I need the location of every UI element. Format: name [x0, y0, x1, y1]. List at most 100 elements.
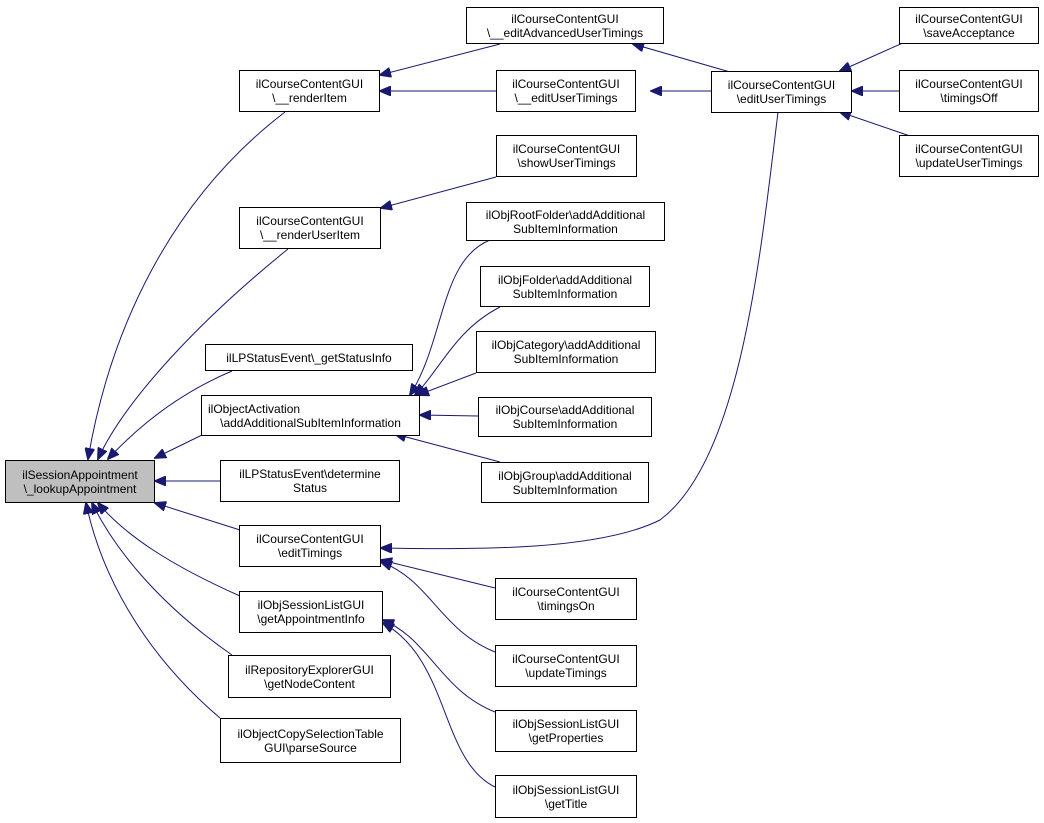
- node-edit-advanced-user-timings[interactable]: ilCourseContentGUI \__editAdvancedUserTi…: [466, 7, 664, 44]
- edge-save-acceptance-to-edit-user-timings: [840, 41, 906, 71]
- node-label: ilCourseContentGUI: [512, 142, 621, 156]
- node-root[interactable]: ilSessionAppointment \_lookupAppointment: [5, 460, 155, 503]
- node-copy-selection[interactable]: ilObjectCopySelectionTable GUI\parseSour…: [220, 718, 401, 763]
- node-label: \getNodeContent: [264, 676, 355, 691]
- node-update-timings[interactable]: ilCourseContentGUI \updateTimings: [495, 645, 637, 687]
- node-label: ilObjCourse\addAdditional: [495, 403, 635, 417]
- node-save-acceptance[interactable]: ilCourseContentGUI \saveAcceptance: [899, 7, 1039, 44]
- node-label: SubItemInformation: [512, 286, 618, 301]
- node-label: \__renderUserItem: [259, 228, 361, 242]
- node-label: \saveAcceptance: [923, 25, 1015, 40]
- node-category-add[interactable]: ilObjCategory\addAdditional SubItemInfor…: [476, 331, 656, 373]
- edge-title-to-appointment: [383, 623, 496, 788]
- node-label: \updateUserTimings: [915, 156, 1023, 170]
- node-folder-add[interactable]: ilObjFolder\addAdditional SubItemInforma…: [480, 266, 650, 307]
- node-session-list-properties[interactable]: ilObjSessionListGUI \getProperties: [495, 710, 637, 752]
- edge-edit-timings-to-root: [155, 503, 241, 531]
- node-repo-explorer[interactable]: ilRepositoryExplorerGUI \getNodeContent: [228, 655, 391, 698]
- node-label: SubItemInformation: [513, 352, 619, 366]
- edge-edit-user-timings-to-edit-timings: [381, 111, 779, 549]
- node-session-list-appointment[interactable]: ilObjSessionListGUI \getAppointmentInfo: [239, 591, 383, 633]
- edge-copy-selection-to-root: [86, 503, 221, 719]
- edge-lp-status-info-to-root: [108, 370, 233, 459]
- node-label: \__editAdvancedUserTimings: [486, 25, 644, 40]
- node-timings-off[interactable]: ilCourseContentGUI \timingsOff: [899, 70, 1039, 112]
- node-label: ilCourseContentGUI: [255, 77, 364, 91]
- edge-repo-explorer-to-root: [92, 503, 233, 656]
- node-label: ilObjSessionListGUI: [512, 782, 620, 797]
- edge-course-to-obj-activation: [420, 415, 479, 416]
- node-label: \getTitle: [544, 796, 588, 811]
- edge-render-item-to-root: [88, 111, 286, 459]
- node-label: ilCourseContentGUI: [915, 77, 1023, 91]
- node-label: \addAdditionalSubItemInformation: [220, 415, 401, 430]
- node-label: ilLPStatusEvent\_getStatusInfo: [226, 350, 392, 365]
- edge-folder-to-obj-activation: [415, 306, 501, 395]
- node-label: SubItemInformation: [512, 482, 618, 497]
- node-label: ilCourseContentGUI: [915, 11, 1023, 26]
- node-label: \__editUserTimings: [514, 91, 618, 105]
- node-label: GUI\parseSource: [264, 740, 357, 755]
- node-label: ilObjFolder\addAdditional: [497, 272, 633, 287]
- node-render-user-item[interactable]: ilCourseContentGUI \__renderUserItem: [239, 207, 381, 249]
- node-label: \showUserTimings: [517, 156, 616, 170]
- edge-obj-activation-to-root: [155, 434, 203, 458]
- node-label: ilCourseContentGUI: [915, 142, 1023, 156]
- node-label: SubItemInformation: [513, 221, 618, 236]
- node-edit-user-timings-private[interactable]: ilCourseContentGUI \__editUserTimings: [496, 70, 636, 112]
- node-label: ilCourseContentGUI: [511, 11, 619, 26]
- node-label: \editUserTimings: [736, 92, 827, 106]
- node-label: \_lookupAppointment: [23, 481, 137, 496]
- node-label: \timingsOff: [940, 91, 998, 105]
- node-label: ilCourseContentGUI: [512, 652, 620, 666]
- node-label: ilCourseContentGUI: [727, 78, 836, 92]
- node-label: \editTimings: [277, 546, 343, 560]
- node-edit-timings[interactable]: ilCourseContentGUI \editTimings: [239, 525, 381, 567]
- edge-properties-to-appointment: [383, 620, 496, 713]
- node-label: ilObjGroup\addAdditional: [498, 468, 632, 483]
- node-label: ilCourseContentGUI: [512, 77, 620, 91]
- node-obj-activation-add[interactable]: ilObjectActivation \addAdditionalSubItem…: [201, 395, 420, 436]
- node-label: ilRepositoryExplorerGUI: [245, 662, 374, 677]
- edge-group-to-obj-activation: [395, 434, 501, 463]
- node-lp-determine-status[interactable]: ilLPStatusEvent\determine Status: [220, 460, 400, 502]
- node-update-user-timings[interactable]: ilCourseContentGUI \updateUserTimings: [899, 135, 1039, 177]
- node-label: ilCourseContentGUI: [512, 585, 620, 599]
- node-label: ilObjectCopySelectionTable: [237, 726, 384, 741]
- node-label: \getProperties: [528, 731, 604, 745]
- edge-session-appointment-to-root: [98, 503, 241, 597]
- node-render-item[interactable]: ilCourseContentGUI \__renderItem: [239, 70, 380, 112]
- node-label: ilLPStatusEvent\determine: [239, 467, 381, 481]
- edge-render-user-item-to-root: [98, 248, 289, 459]
- node-group-add[interactable]: ilObjGroup\addAdditional SubItemInformat…: [481, 462, 649, 503]
- node-course-add[interactable]: ilObjCourse\addAdditional SubItemInforma…: [478, 397, 652, 437]
- node-root-folder-add[interactable]: ilObjRootFolder\addAdditional SubItemInf…: [466, 202, 665, 241]
- node-lp-get-status-info[interactable]: ilLPStatusEvent\_getStatusInfo: [205, 344, 413, 371]
- node-label: \timingsOn: [537, 599, 595, 613]
- node-show-user-timings[interactable]: ilCourseContentGUI \showUserTimings: [496, 135, 637, 177]
- node-label: ilSessionAppointment: [22, 467, 138, 482]
- node-label: SubItemInformation: [512, 417, 618, 431]
- node-label: ilObjRootFolder\addAdditional: [485, 207, 646, 222]
- node-label: ilCourseContentGUI: [256, 532, 364, 546]
- node-label: ilObjSessionListGUI: [512, 717, 620, 731]
- node-edit-user-timings[interactable]: ilCourseContentGUI \editUserTimings: [711, 71, 852, 113]
- node-label: ilObjSessionListGUI: [257, 598, 365, 612]
- node-label: \updateTimings: [525, 666, 607, 680]
- node-timings-on[interactable]: ilCourseContentGUI \timingsOn: [495, 578, 637, 620]
- node-label: ilObjectActivation: [208, 401, 301, 416]
- edge-timings-on-to-edit-timings: [381, 560, 496, 589]
- edge-update-user-timings-to-edit-user-timings: [840, 112, 911, 137]
- edge-adv-user-timings-to-render-item: [380, 43, 501, 75]
- node-label: Status: [292, 481, 328, 495]
- edge-root-folder-to-obj-activation: [410, 239, 491, 395]
- node-label: ilCourseContentGUI: [256, 214, 364, 228]
- edge-update-timings-to-edit-timings: [381, 562, 496, 653]
- edge-show-user-timings-to-render-user-item: [381, 176, 497, 208]
- edge-category-to-obj-activation: [418, 372, 477, 395]
- node-session-list-title[interactable]: ilObjSessionListGUI \getTitle: [495, 775, 637, 818]
- node-label: ilObjCategory\addAdditional: [491, 338, 641, 352]
- node-label: \__renderItem: [272, 91, 347, 105]
